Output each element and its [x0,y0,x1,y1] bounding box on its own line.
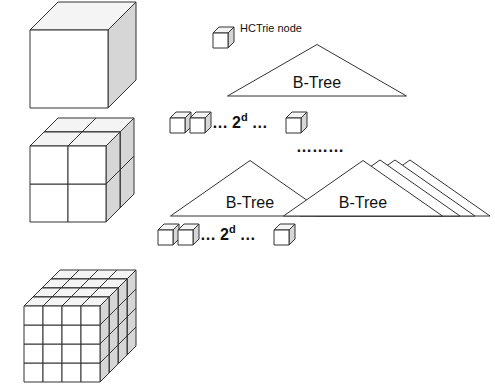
triangle-shape [284,161,443,217]
cube-front [190,118,205,133]
cube-side [120,118,134,170]
btree-label: B-Tree [293,74,341,92]
cube-front [62,363,81,382]
ellipsis: … [240,226,256,244]
cube-front [274,230,289,245]
ellipsis: … [212,114,228,132]
legend-label: HCTrie node [240,22,302,34]
cube-front [43,306,62,325]
cube-front [81,325,100,344]
cube-front [61,307,80,326]
cube-front [30,146,68,184]
cube-front [286,118,301,133]
cube-front [42,307,61,326]
cube-front [24,306,43,325]
cube-front [81,306,100,325]
fanout-base: 2 [220,226,229,244]
cube-front [81,363,100,382]
cube-front [80,307,99,326]
cube-front [30,30,108,108]
cube-front [213,33,228,48]
cube-front [68,184,106,222]
cube-front [81,344,100,363]
ellipsis: … [252,114,268,132]
cube-front [42,326,61,345]
cube-front [24,325,43,344]
btree-triangle: B-Tree [283,160,443,216]
cube-front [43,344,62,363]
cube-front [61,345,80,364]
cube-side [109,288,118,316]
cube-side [127,270,136,298]
dotted-ellipsis: ……… [296,138,344,156]
cube-front [24,344,43,363]
cube-side [108,2,136,108]
cube-front [158,230,173,245]
cube-side [118,279,127,307]
cube-front [24,363,43,382]
fanout-exponent: d [241,111,248,123]
cube-front [62,325,81,344]
btree-label: B-Tree [226,194,274,212]
cube-front [62,344,81,363]
btree-triangle: B-Tree [227,44,407,96]
btree-label: B-Tree [339,194,387,212]
cube-front [80,345,99,364]
cube-front [43,325,62,344]
cube-front [43,363,62,382]
cube-front [80,326,99,345]
cube-side [193,224,199,245]
cube-side [106,132,120,184]
cube-side [289,224,295,245]
ellipsis: … [200,226,216,244]
fanout-exponent: d [229,223,236,235]
triangle-shape [228,45,407,97]
cube-front [30,184,68,222]
cube-front [178,230,193,245]
cube-front [170,118,185,133]
cube-side [301,112,307,133]
cube-front [42,345,61,364]
cube-side [100,297,109,325]
cube-front [62,306,81,325]
fanout-base: 2 [232,114,241,132]
cube-front [61,326,80,345]
cube-side [205,112,211,133]
cube-side [228,27,234,48]
cube-front [68,146,106,184]
